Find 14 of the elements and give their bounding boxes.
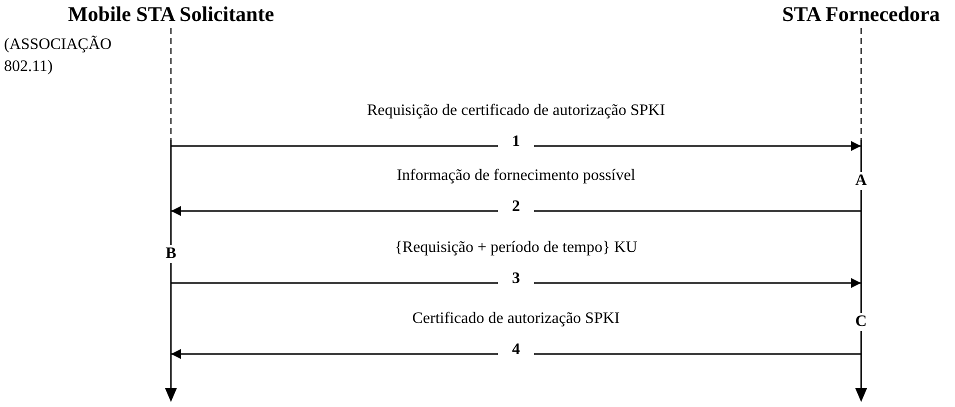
- point-marker: B: [164, 245, 178, 263]
- point-marker: A: [853, 172, 869, 190]
- message-arrow: [171, 278, 861, 288]
- note-text: (ASSOCIAÇÃO 802.11): [4, 34, 113, 77]
- edge-label: {Requisição + período de tempo} KU: [394, 239, 638, 257]
- lifeline-heading: STA Fornecedora: [781, 2, 941, 27]
- message-arrow: [171, 349, 861, 359]
- message-arrow: [171, 141, 861, 151]
- edge-label: Informação de fornecimento possível: [396, 167, 636, 185]
- point-marker: C: [853, 313, 869, 331]
- edge-label: Certificado de autorização SPKI: [412, 310, 620, 328]
- message-arrow: [171, 206, 861, 216]
- edge-label: Requisição de certificado de autorização SPKI: [366, 102, 666, 120]
- lifeline-heading: Mobile STA Solicitante: [66, 2, 276, 27]
